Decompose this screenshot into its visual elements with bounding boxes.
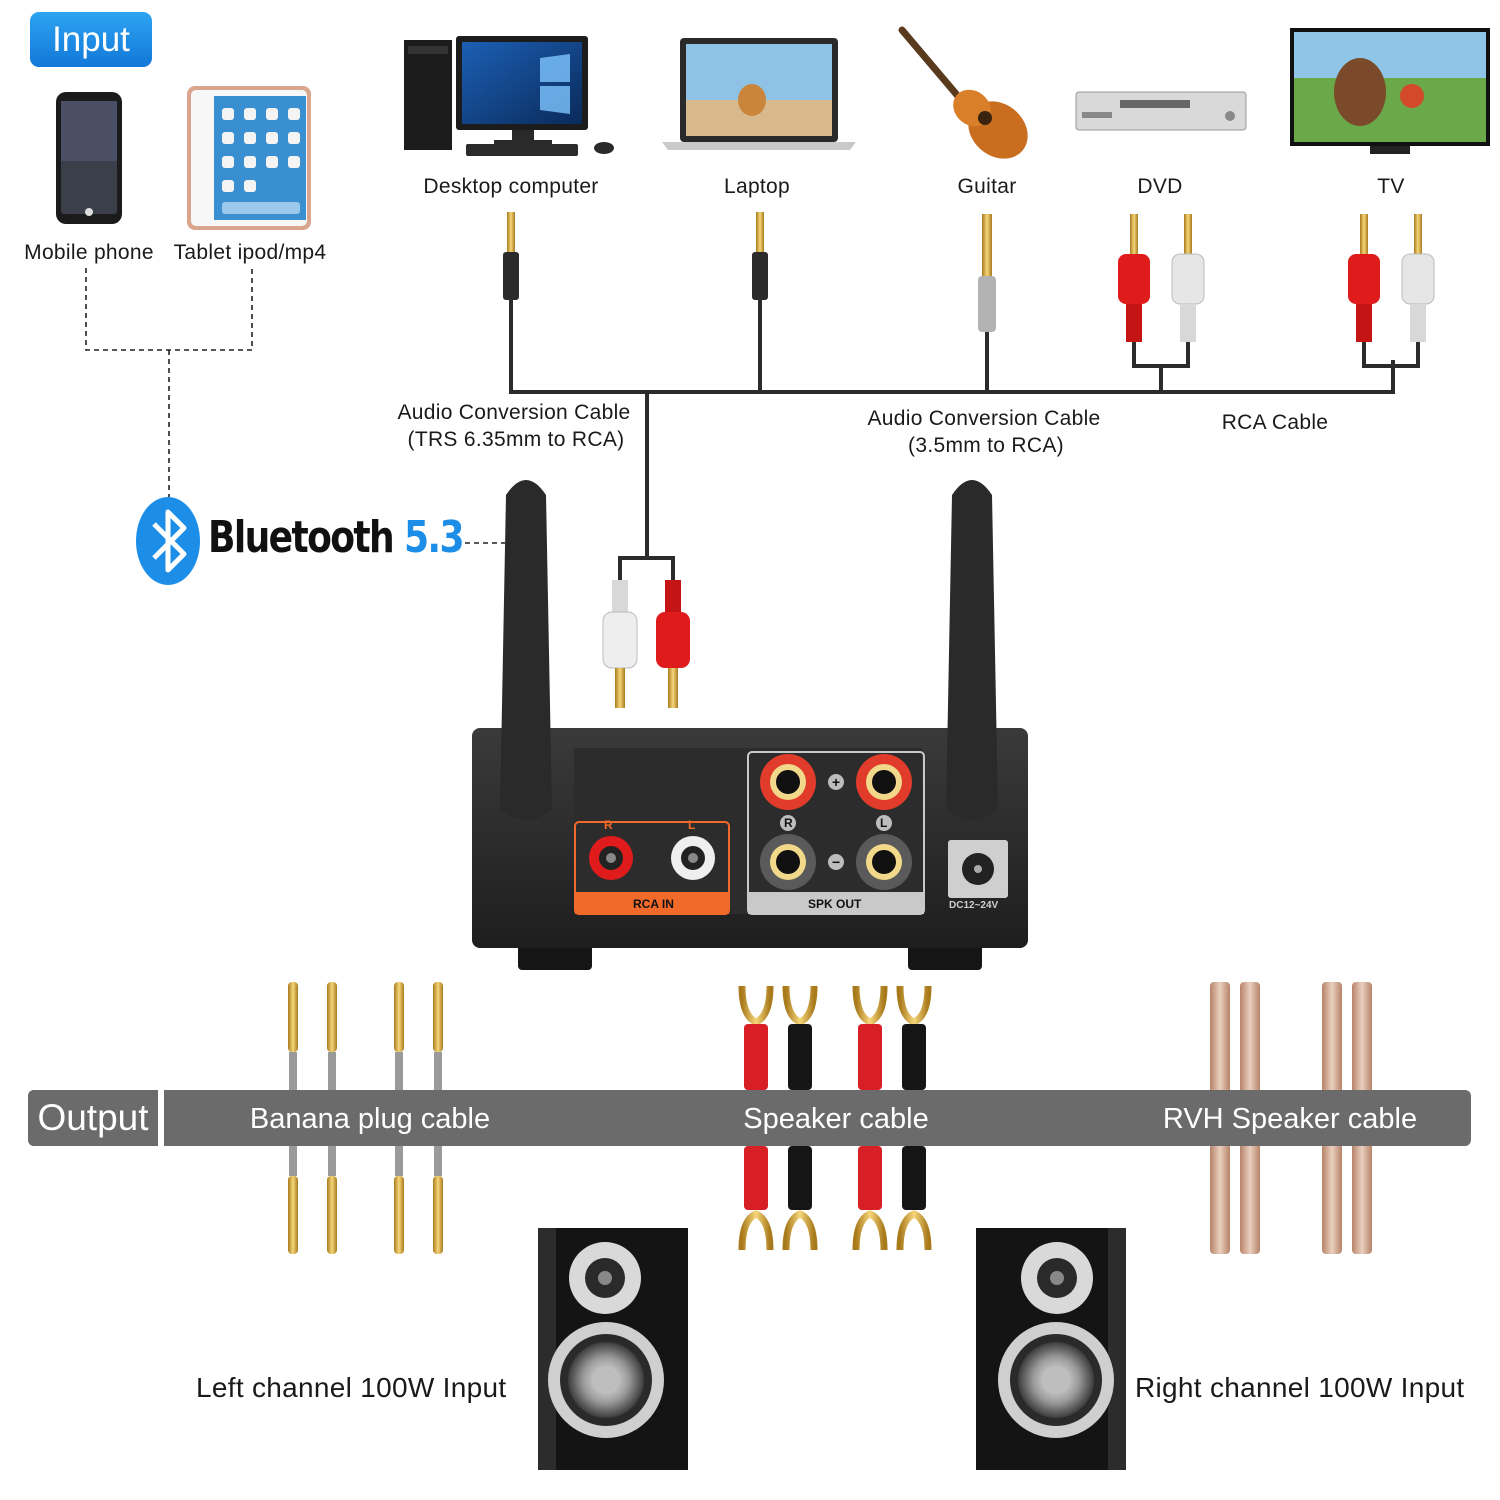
input-badge: Input	[30, 12, 152, 67]
trs-cable-label-line1: Audio Conversion Cable	[397, 401, 631, 424]
tv-image	[1290, 28, 1490, 154]
laptop-image	[662, 38, 856, 150]
mm35-cable-label-line1: Audio Conversion Cable	[867, 407, 1101, 430]
rvh-speaker-cable-label: RVH Speaker cable	[1162, 1103, 1418, 1135]
rvh-copper-cables	[1210, 982, 1372, 1254]
input-cable-tree	[509, 300, 1420, 582]
bluetooth-wordmark: Bluetooth 5.3	[208, 512, 465, 563]
output-bar	[28, 1090, 1471, 1146]
banana-plug-cable-label: Banana plug cable	[249, 1103, 491, 1135]
mm35-cable-label-line2: (3.5mm to RCA)	[908, 434, 1064, 457]
spk-out-label: SPK OUT	[808, 897, 862, 911]
trs-cable-label-line2: (TRS 6.35mm to RCA)	[407, 428, 625, 451]
bluetooth-icon	[136, 497, 200, 585]
bluetooth-word: Bluetooth	[208, 512, 395, 563]
speaker-cable-label: Speaker cable	[743, 1103, 929, 1135]
guitar-image	[898, 26, 1028, 159]
rca-cable-label: RCA Cable	[1221, 411, 1329, 434]
speaker-spade-cables	[738, 985, 932, 1251]
bluetooth-version: 5.3	[403, 512, 465, 563]
spk-plus-label: +	[832, 774, 841, 790]
spk-r-label: R	[784, 816, 793, 830]
rca-plugs-dvd	[1118, 214, 1205, 342]
jack-6.35mm-guitar	[978, 214, 996, 332]
banana-plug-cables	[288, 982, 443, 1254]
output-badge: Output	[28, 1090, 164, 1146]
laptop-label: Laptop	[723, 175, 791, 198]
desktop-computer-image	[404, 36, 614, 156]
left-channel-label: Left channel 100W Input	[196, 1372, 507, 1403]
amplifier	[472, 480, 1028, 970]
guitar-label: Guitar	[957, 175, 1017, 198]
rca-r-label: R	[604, 818, 613, 832]
rca-plugs-amp	[602, 580, 690, 708]
tablet-label: Tablet ipod/mp4	[173, 241, 327, 264]
rca-in-label: RCA IN	[633, 897, 674, 911]
spk-l-label: L	[880, 816, 888, 830]
rca-plugs-tv	[1348, 214, 1435, 342]
mobile-phone-label: Mobile phone	[24, 241, 154, 264]
rca-l-label: L	[688, 818, 696, 832]
left-speaker	[538, 1228, 688, 1470]
mobile-phone-image	[56, 92, 122, 224]
desktop-computer-label: Desktop computer	[423, 175, 599, 198]
bluetooth-dashed-links	[85, 268, 505, 544]
dvd-label: DVD	[1137, 175, 1183, 198]
tv-label: TV	[1377, 175, 1405, 198]
jack-3.5mm-laptop	[752, 212, 768, 300]
dvd-player-image	[1075, 91, 1247, 131]
spk-minus-label: −	[832, 854, 841, 870]
jack-3.5mm-desktop	[503, 212, 519, 300]
dc-power-label: DC12~24V	[949, 900, 999, 911]
tablet-image	[187, 86, 311, 230]
right-channel-label: Right channel 100W Input	[1135, 1372, 1465, 1403]
right-speaker	[976, 1228, 1126, 1470]
